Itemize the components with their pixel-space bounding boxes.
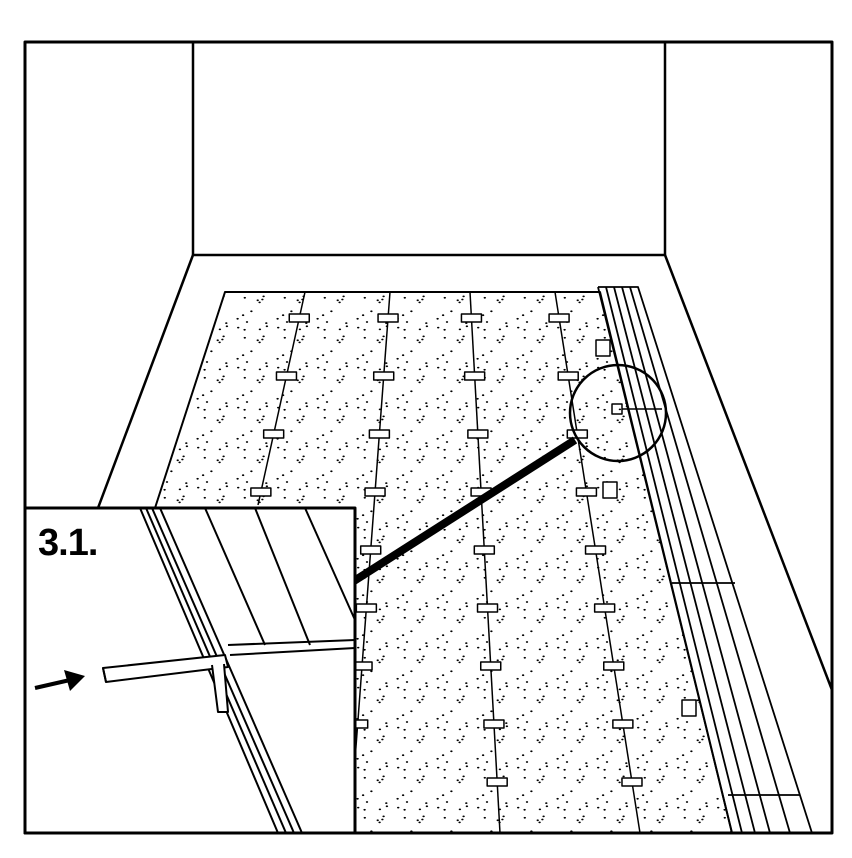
spacer-block [275,371,298,381]
spacer-line [354,291,391,761]
spacer-block [584,545,607,555]
push-arrow [34,678,71,690]
spacer-block [548,313,570,323]
spacer-block [621,777,643,787]
push-arrowhead [64,670,85,691]
spacer-block [476,603,499,613]
step-label: 3.1. [38,522,98,564]
spacer-block [364,487,386,497]
spacer-block [593,603,616,613]
spacer-block [368,429,391,439]
detail-circle [568,363,668,463]
spacer-line [469,291,501,834]
spacer-block [262,429,285,439]
wall-spacer [595,339,611,357]
detail-spacer [611,403,662,415]
spacer-block [355,603,378,613]
spacer-stick [102,654,229,713]
spacer-block [288,313,311,323]
installed-boards [597,286,813,834]
spacer-line [257,291,306,506]
spacer-block [359,545,382,555]
spacer-line [554,291,641,834]
spacer-block [377,313,399,323]
spacer-block [467,429,489,439]
spacer-block [612,719,634,729]
spacer-block [473,545,496,555]
right-corner-line [663,254,834,691]
spacer-block [486,777,508,787]
spacer-block [557,371,579,381]
spacer-block [479,661,502,671]
wall-spacer [681,699,697,717]
left-corner-line [96,254,195,509]
spacer-block [483,719,505,729]
spacer-block [460,313,483,323]
back-wall [191,42,667,257]
spacer-block [250,487,272,497]
spacer-block [603,661,625,671]
wall-spacer [602,481,618,499]
spacer-block [372,371,395,381]
spacer-block [575,487,598,497]
spacer-block [463,371,486,381]
spacer-rows [250,291,697,834]
